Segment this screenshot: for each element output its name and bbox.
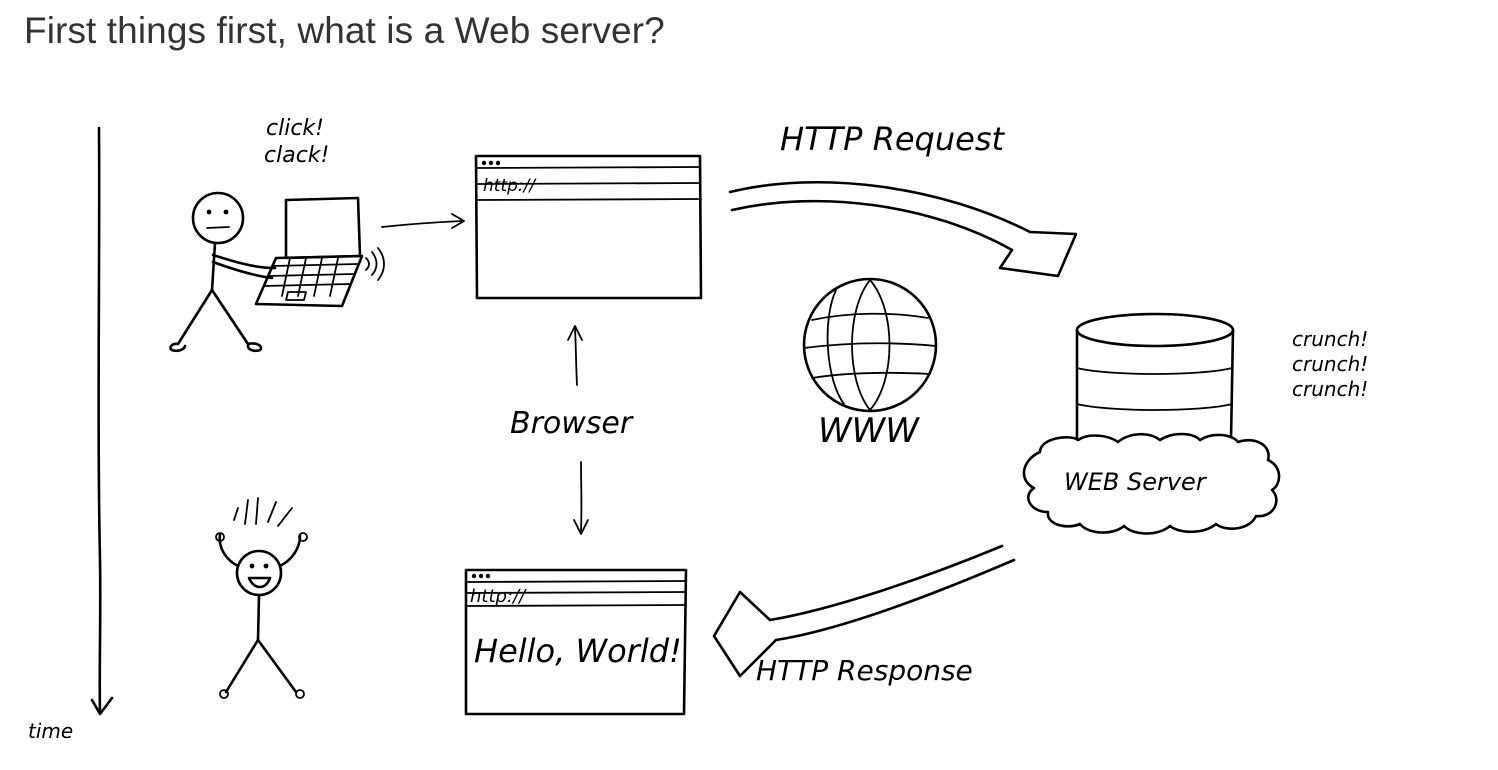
url-text-top: http:// <box>483 176 537 196</box>
stick-figure-icon <box>169 191 277 353</box>
time-axis: time <box>28 126 114 743</box>
crunch-label-1: crunch! <box>1292 327 1368 351</box>
hello-world-text: Hello, World! <box>474 632 682 670</box>
browser-window-icon: http:// <box>474 154 703 300</box>
globe-icon <box>802 277 938 413</box>
time-label: time <box>28 719 73 743</box>
page-title: First things first, what is a Web server… <box>24 10 665 51</box>
http-response-arrow <box>712 544 1016 678</box>
url-text-bottom: http:// <box>470 586 527 607</box>
happy-figure-icon <box>215 497 308 699</box>
cloud-icon: WEB Server <box>1022 432 1281 535</box>
database-icon <box>1075 312 1235 442</box>
http-response-label: HTTP Response <box>756 654 973 687</box>
http-request-arrow <box>728 180 1078 278</box>
laptop-icon <box>254 196 385 308</box>
browser-label: Browser <box>510 406 634 441</box>
click-label: click! <box>266 116 324 141</box>
http-request-label: HTTP Request <box>780 120 1006 158</box>
crunch-label-3: crunch! <box>1292 377 1368 401</box>
browser-window-result-icon: http:// Hello, World! <box>464 568 688 716</box>
arrow-to-browser <box>381 213 465 229</box>
www-label: WWW <box>818 411 920 451</box>
browser-arrows <box>567 325 589 535</box>
crunch-label-2: crunch! <box>1292 352 1368 376</box>
web-server-label: WEB Server <box>1064 468 1208 496</box>
clack-label: clack! <box>264 143 329 168</box>
